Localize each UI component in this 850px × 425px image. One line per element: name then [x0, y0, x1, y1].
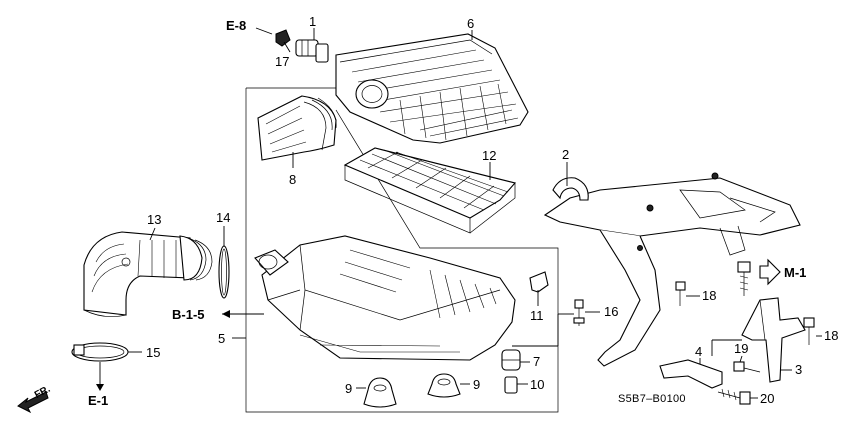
ref-e1: E-1 — [88, 393, 108, 408]
part-stay-bracket — [741, 297, 806, 383]
callout-9-right: 9 — [473, 377, 480, 392]
part-hose-clamp — [71, 342, 129, 362]
part-bolt-18-left — [675, 281, 686, 306]
part-grommet-9b — [427, 373, 461, 398]
callout-17: 17 — [275, 54, 289, 69]
ref-b15: B-1-5 — [172, 307, 205, 322]
hollow-arrow-icon — [759, 258, 781, 286]
callout-20: 20 — [760, 391, 774, 406]
callout-3: 3 — [795, 362, 802, 377]
part-air-cleaner-cover — [335, 33, 529, 144]
callout-19: 19 — [734, 341, 748, 356]
fr-arrow-icon — [17, 391, 49, 414]
part-bolt-16 — [573, 299, 585, 326]
callout-4: 4 — [695, 344, 702, 359]
callout-10: 10 — [530, 377, 544, 392]
part-sensor — [295, 39, 329, 63]
callout-8: 8 — [289, 172, 296, 187]
arrow-left-icon — [222, 310, 264, 318]
arrow-down-icon — [96, 378, 104, 391]
part-clip-small — [529, 271, 549, 293]
part-bracket-small — [659, 359, 723, 389]
part-bolt-m1 — [737, 261, 751, 296]
part-grommet-7 — [501, 349, 521, 371]
diagram-code: S5B7–B0100 — [618, 393, 686, 405]
direction-label: FR. — [33, 384, 53, 401]
part-bolt-20 — [717, 388, 751, 405]
callout-14: 14 — [216, 210, 230, 225]
callout-11: 11 — [530, 308, 544, 323]
callout-13: 13 — [147, 212, 161, 227]
part-clip — [275, 29, 291, 47]
callout-16: 16 — [604, 304, 618, 319]
part-bolt-19 — [733, 361, 761, 373]
part-air-cleaner-case — [254, 235, 516, 361]
callout-12: 12 — [482, 148, 496, 163]
callout-5: 5 — [218, 331, 225, 346]
part-seal-ring — [218, 245, 230, 299]
callout-18-right: 18 — [824, 328, 838, 343]
part-intake-duct — [257, 95, 337, 161]
callout-6: 6 — [467, 16, 474, 31]
callout-1: 1 — [309, 14, 316, 29]
callout-15: 15 — [146, 345, 160, 360]
part-collar-10 — [504, 376, 518, 394]
callout-18-left: 18 — [702, 288, 716, 303]
part-grommet-9a — [363, 377, 397, 408]
callout-7: 7 — [533, 354, 540, 369]
part-bolt-18-right — [803, 317, 815, 345]
part-bracket-main — [543, 172, 801, 367]
ref-e8: E-8 — [226, 18, 246, 33]
leader-lines — [99, 28, 822, 399]
callout-2: 2 — [562, 147, 569, 162]
arrow-e8-icon — [255, 27, 273, 35]
ref-m1: M-1 — [784, 265, 806, 280]
callout-9-left: 9 — [345, 381, 352, 396]
part-air-filter — [343, 147, 517, 234]
part-intake-tube — [83, 231, 213, 317]
